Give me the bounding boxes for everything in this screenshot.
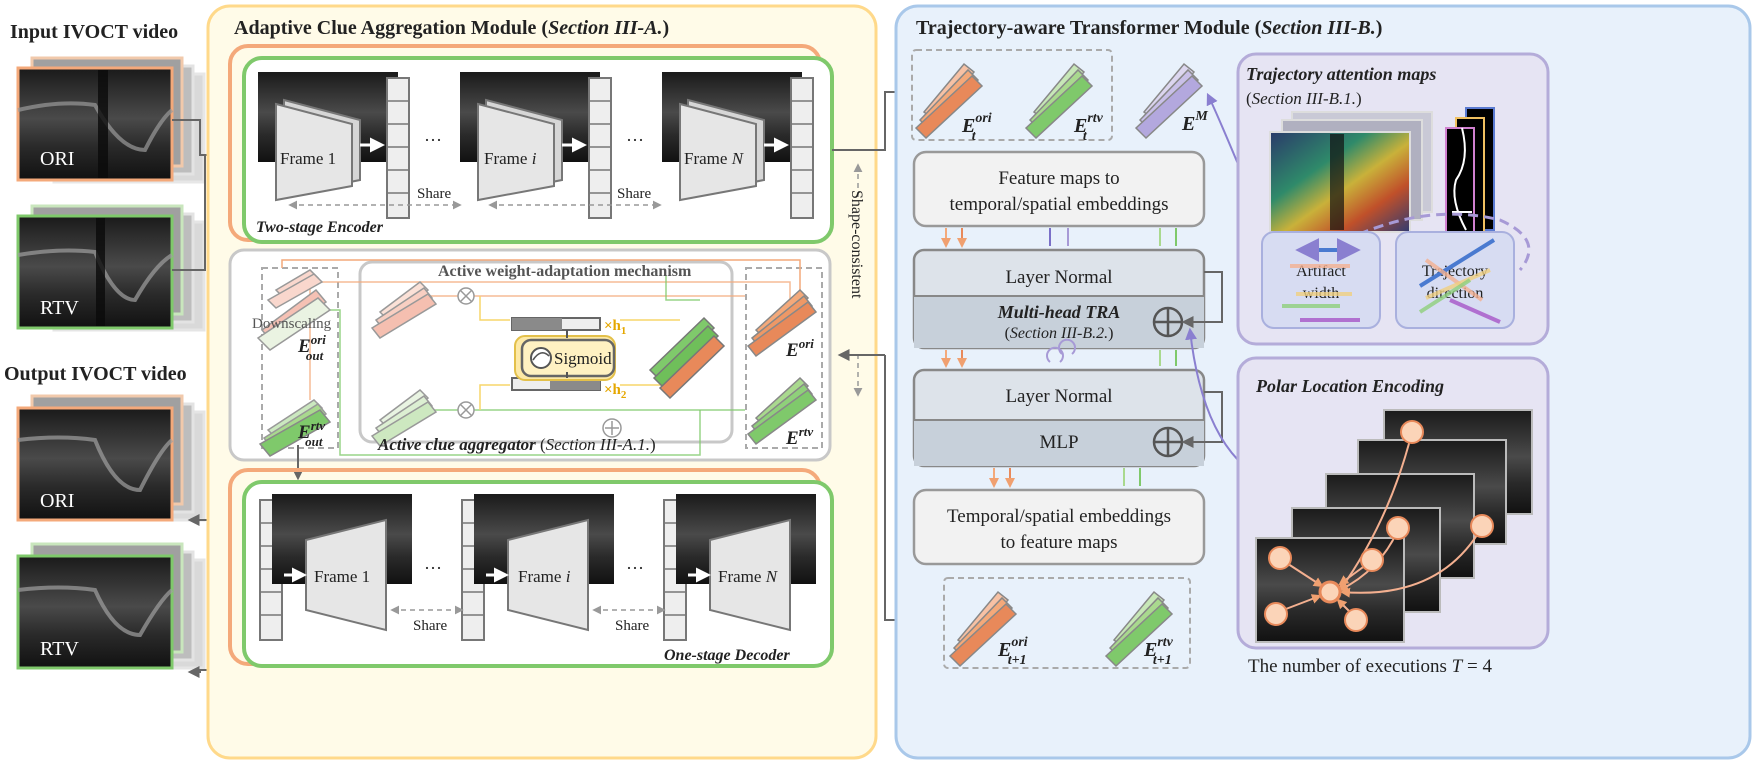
active-clue-aggregator: Active weight-adaptation mechanism [228,248,832,462]
output-rtv-label: RTV [40,638,79,660]
encoder-feature-columns [386,77,814,219]
decoder-caption: One-stage Decoder [664,647,791,664]
decoder-frame-i: Frame i [474,494,614,632]
input-ori-label: ORI [40,148,74,170]
output-title: Output IVOCT video [4,363,187,385]
encoder-ellipsis-1: ··· [424,130,442,150]
traj-maps-title: Trajectory attention maps [1246,64,1436,84]
feat-to-emb-line1: Feature maps to [998,168,1119,189]
encoder-share-1: Share [417,186,451,202]
artifact-width-card [1261,231,1381,329]
input-rtv-frame [16,214,174,330]
emb-to-feat-box [912,488,1206,566]
decoder-share-1: Share [413,618,447,634]
e-t1-ori-stack [948,590,1018,668]
input-title: Input IVOCT video [10,21,178,43]
one-stage-decoder: Frame 1 Frame i Frame N ··· ··· Share Sh… [228,468,834,668]
encoder-frame-n-label: Frame N [684,149,745,168]
h1-label: ×h1 [604,318,626,337]
output-rtv-frame [16,554,174,670]
emb-to-feat-line2: to feature maps [1000,532,1117,553]
e-ori-label: Eori [785,336,814,361]
transformer-block-1: Layer Normal Multi-head TRA (Section III… [912,248,1223,350]
decoder-ellipsis-1: ··· [424,558,442,578]
tatm-title: Trajectory-aware Transformer Module (Sec… [916,17,1382,39]
acam-title: Adaptive Clue Aggregation Module (Sectio… [234,17,669,39]
e-t-ori-stack [914,62,984,140]
h2-label: ×h2 [604,382,627,401]
acam-module: Adaptive Clue Aggregation Module (Sectio… [206,4,878,760]
ple-nodes [1264,420,1494,632]
mechanism-ori-stack [370,281,438,339]
trajectory-maps-panel: Trajectory attention maps (Section III-B… [1236,52,1550,346]
encoder-ellipsis-2: ··· [626,130,644,150]
output-ori-label: ORI [40,490,74,512]
decoder-frame-n: Frame N [676,494,816,632]
e-rtv-label: Ertv [785,424,813,449]
executions-label: The number of executions T = 4 [1248,656,1492,677]
tatm-module: Trajectory-aware Transformer Module (Sec… [894,4,1752,760]
input-rtv-label: RTV [40,297,79,319]
e-ori-stack [746,288,818,358]
feat-to-emb-line2: temporal/spatial embeddings [950,194,1169,215]
decoder-share-2: Share [615,618,649,634]
polar-location-panel: Polar Location Encoding [1236,356,1550,650]
decoder-frame-i-label: Frame i [518,567,571,586]
e-rtv-stack [746,376,818,446]
input-ori-stack: ORI [16,56,206,184]
mechanism-label: Active weight-adaptation mechanism [438,263,692,280]
output-rtv-stack: RTV [16,542,206,670]
mhtra-section: (Section III-B.2.) [1005,325,1114,342]
e-t-rtv-stack [1024,62,1094,140]
e-m-stack [1134,62,1204,140]
encoder-share-2: Share [617,186,651,202]
e-t1-rtv-stack [1104,590,1174,668]
encoder-frame-i-label: Frame i [484,149,537,168]
input-ori-frame [16,66,174,182]
trajectory-strips [1445,127,1475,251]
ple-title: Polar Location Encoding [1255,376,1444,396]
encoder-caption: Two-stage Encoder [256,219,384,236]
sigmoid-block: Sigmoid ×h1 ×h2 [511,317,627,401]
emb-to-feat-line1: Temporal/spatial embeddings [947,506,1171,527]
mechanism-rtv-stack [370,389,438,447]
feat-to-emb-box [912,150,1206,228]
mhtra-label: Multi-head TRA [997,302,1121,322]
e-out-ori-stack [256,269,332,351]
decoder-frame-n-label: Frame N [718,567,779,586]
sigmoid-label: Sigmoid [554,349,612,368]
output-ori-frame [16,406,174,522]
output-ori-stack: ORI [16,394,206,522]
multiply-symbols [457,287,622,438]
traj-maps-section: (Section III-B.1.) [1246,89,1362,108]
decoder-frame-1-label: Frame 1 [314,567,370,586]
layer-normal-2: Layer Normal [1005,386,1112,407]
e-m-label: EM [1181,109,1208,135]
two-stage-encoder: Frame 1 Frame i Frame N [228,44,834,244]
input-rtv-stack: RTV [16,204,206,332]
aggregator-caption: Active clue aggregator (Section III-A.1.… [377,435,656,454]
output-video-group: Output IVOCT video ORI RTV [4,363,206,670]
downscaling-label: Downscaling [252,316,332,332]
e-out-rtv-stack [258,399,332,457]
decoder-frame-1: Frame 1 [272,494,412,632]
encoder-frame-1-label: Frame 1 [280,149,336,168]
layer-normal-1: Layer Normal [1005,267,1112,288]
input-video-group: Input IVOCT video ORI RTV [10,21,206,332]
shape-consistent-label: Shape-consistent [848,190,865,299]
fused-stack [648,316,726,400]
decoder-ellipsis-2: ··· [626,558,644,578]
transformer-block-2: Layer Normal MLP [912,368,1223,468]
mlp-label: MLP [1039,432,1078,453]
